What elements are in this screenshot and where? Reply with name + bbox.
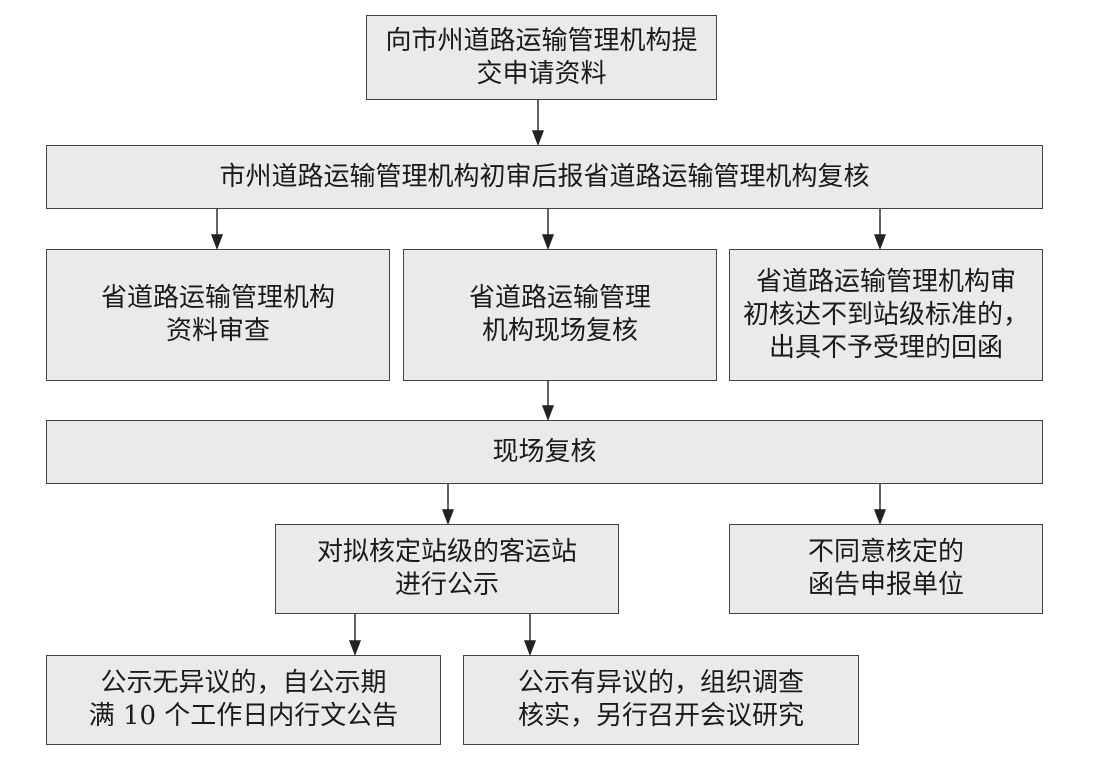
node-org-site-recheck-line-2: 机构现场复核 [481,316,638,346]
node-reject-letter-line-3: 出具不予受理的回函 [768,332,1003,363]
node-objection-line-1: 公示有异议的，组织调查 [517,668,804,698]
node-disagree-line-2: 函告申报单位 [807,570,964,600]
node-publicize-line-1: 对拟核定站级的客运站 [316,537,577,567]
node-disagree-line-1: 不同意核定的 [807,537,964,567]
node-reject-letter: 省道路运输管理机构审 初核达不到站级标准的， 出具不予受理的回函 [729,249,1043,381]
node-initial-review: 市州道路运输管理机构初审后报省道路运输管理机构复核 [46,145,1043,209]
node-no-objection-line-2: 满 10 个工作日内行文公告 [89,700,399,733]
node-submit-application: 向市州道路运输管理机构提 交申请资料 [366,15,717,100]
node-site-recheck-line-1: 现场复核 [492,436,597,467]
node-no-objection-line-2-number: 10 [122,701,157,731]
arrow-site-recheck-to-disagree [873,484,887,525]
node-no-objection-line-2-suffix: 个工作日内行文公告 [156,701,399,731]
node-submit-line-1: 向市州道路运输管理机构提 [385,25,698,56]
node-no-objection-line-2-prefix: 满 [88,701,123,731]
node-reject-letter-line-2: 初核达不到站级标准的， [742,299,1029,330]
arrow-org-site-recheck-to-site-recheck [541,381,555,421]
node-initial-review-line-1: 市州道路运输管理机构初审后报省道路运输管理机构复核 [219,161,870,192]
arrow-initial-review-to-org-site-recheck [541,209,555,250]
arrow-publicize-to-no-objection [348,614,362,656]
node-submit-line-2: 交申请资料 [476,58,607,89]
node-document-review: 省道路运输管理机构 资料审查 [46,249,390,381]
node-publicize: 对拟核定站级的客运站 进行公示 [275,524,619,614]
node-objection: 公示有异议的，组织调查 核实，另行召开会议研究 [463,655,859,745]
node-no-objection-line-1: 公示无异议的，自公示期 [100,668,387,698]
node-document-review-line-2: 资料审查 [165,316,270,346]
node-document-review-line-1: 省道路运输管理机构 [100,283,335,313]
node-site-recheck: 现场复核 [46,420,1043,484]
arrow-publicize-to-objection [523,614,537,656]
node-no-objection: 公示无异议的，自公示期 满 10 个工作日内行文公告 [46,655,441,745]
arrow-initial-review-to-reject-letter [873,209,887,250]
node-publicize-line-2: 进行公示 [394,570,499,600]
arrow-site-recheck-to-publicize [441,484,455,525]
arrow-initial-review-to-document-review [210,209,224,250]
node-org-site-recheck: 省道路运输管理 机构现场复核 [403,249,717,381]
node-org-site-recheck-line-1: 省道路运输管理 [468,283,651,313]
node-objection-line-2: 核实，另行召开会议研究 [517,701,804,731]
arrow-submit-to-initial-review [531,100,545,146]
node-reject-letter-line-1: 省道路运输管理机构审 [755,266,1016,297]
node-disagree-notice: 不同意核定的 函告申报单位 [729,524,1043,614]
